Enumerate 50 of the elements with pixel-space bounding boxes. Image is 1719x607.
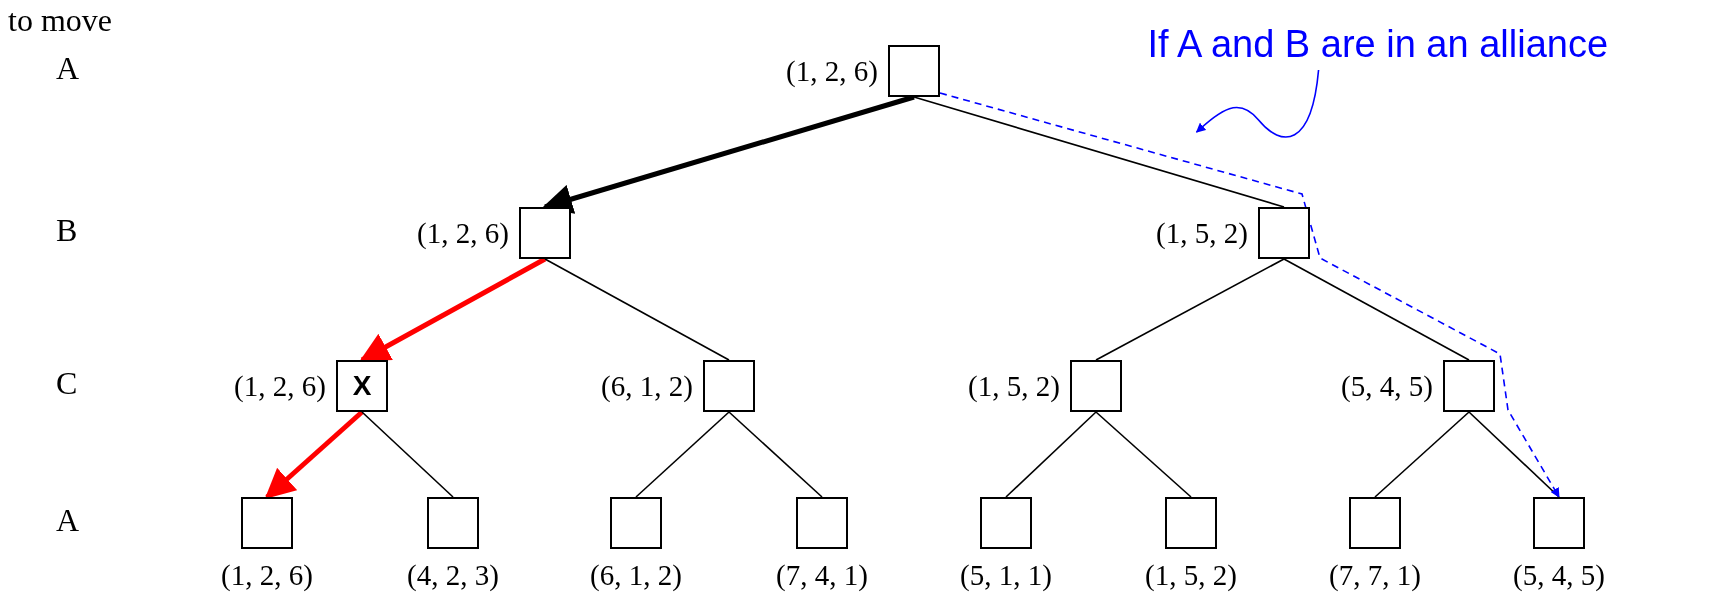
- tree-edge: [1005, 411, 1097, 498]
- payoff-label: (6, 1, 2): [590, 559, 682, 592]
- tree-edge: [635, 411, 730, 498]
- tree-node-box: [336, 360, 388, 412]
- level-label: B: [56, 212, 78, 249]
- payoff-label: (1, 2, 6): [786, 54, 878, 88]
- payoff-label: (1, 5, 2): [1145, 559, 1237, 592]
- tree-edge: [1283, 258, 1470, 361]
- tree-node-box: [519, 207, 571, 259]
- tree-node-box: [980, 497, 1032, 549]
- payoff-label: (5, 4, 5): [1341, 369, 1433, 403]
- tree-edge: [913, 96, 1285, 208]
- tree-node-box: [1533, 497, 1585, 549]
- payoff-label: (5, 4, 5): [1513, 559, 1605, 592]
- payoff-label: (7, 7, 1): [1329, 559, 1421, 592]
- level-label: A: [56, 502, 80, 539]
- tree-node-box: [610, 497, 662, 549]
- tree-edge: [728, 411, 823, 498]
- column-heading: to move: [8, 2, 112, 39]
- tree-node-box: [1443, 360, 1495, 412]
- payoff-label: (1, 5, 2): [1156, 216, 1248, 250]
- payoff-label: (4, 2, 3): [407, 559, 499, 592]
- payoff-label: (7, 4, 1): [776, 559, 868, 592]
- dashed-arrow: [939, 92, 1560, 498]
- payoff-label: (1, 2, 6): [234, 369, 326, 403]
- tree-edge: [361, 411, 454, 498]
- payoff-label: (6, 1, 2): [601, 369, 693, 403]
- node-mark: X: [352, 370, 372, 402]
- payoff-label: (5, 1, 1): [960, 559, 1052, 592]
- tree-node-box: [1070, 360, 1122, 412]
- payoff-label: (1, 2, 6): [417, 216, 509, 250]
- tree-node-box: [1165, 497, 1217, 549]
- tree-edge: [544, 258, 730, 361]
- tree-node-box: [888, 45, 940, 97]
- level-label: C: [56, 365, 78, 402]
- tree-edge: [1095, 258, 1285, 361]
- payoff-label: (1, 5, 2): [968, 369, 1060, 403]
- tree-node-box: [703, 360, 755, 412]
- annotation-text: If A and B are in an alliance: [1147, 22, 1609, 66]
- tree-node-box: [241, 497, 293, 549]
- tree-edge: [1374, 411, 1470, 498]
- tree-node-box: [427, 497, 479, 549]
- level-label: A: [56, 50, 80, 87]
- tree-node-box: [1349, 497, 1401, 549]
- leader-arrow: [1195, 69, 1320, 138]
- tree-edge: [1095, 411, 1192, 498]
- payoff-label: (1, 2, 6): [221, 559, 313, 592]
- tree-node-box: [796, 497, 848, 549]
- tree-node-box: [1258, 207, 1310, 259]
- arrow: [264, 410, 364, 499]
